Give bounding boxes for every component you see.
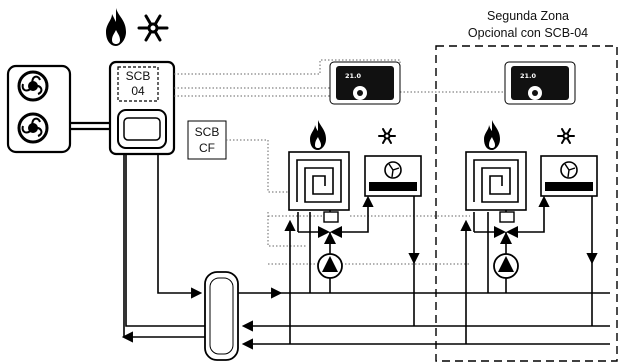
pump-icon bbox=[493, 253, 519, 279]
zone1-coil-supply bbox=[342, 195, 374, 233]
scb04-module: SCB 04 bbox=[117, 66, 159, 102]
underfloor-heating-zone2 bbox=[465, 151, 527, 211]
three-way-valve-icon bbox=[494, 211, 518, 244]
scbcf-module: SCB CF bbox=[187, 120, 227, 160]
thermostat-zone2-reading: 21.0 bbox=[520, 72, 537, 80]
snowflake-icon bbox=[557, 128, 575, 144]
thermostat-zone2: 21.0 bbox=[504, 61, 576, 105]
supply-pipe bbox=[157, 154, 203, 299]
zone2-coil-supply bbox=[518, 195, 550, 233]
flame-icon bbox=[310, 120, 326, 150]
fan-coil-zone2 bbox=[540, 155, 598, 197]
underfloor-heating-zone1 bbox=[288, 151, 350, 211]
pump-icon bbox=[317, 253, 343, 279]
snowflake-icon bbox=[378, 128, 396, 144]
fan-icon bbox=[17, 112, 49, 144]
outdoor-unit bbox=[6, 64, 72, 154]
zone2-title-line2: Opcional con SCB-04 bbox=[468, 26, 588, 40]
scb04-label-line2: 04 bbox=[131, 84, 145, 98]
scbcf-label-line1: SCB bbox=[195, 125, 220, 139]
scbcf-label-line2: CF bbox=[199, 141, 215, 155]
signal-wire bbox=[174, 82, 331, 89]
zone2-boundary bbox=[435, 45, 618, 362]
signal-wire bbox=[226, 139, 300, 193]
zone2-title-line1: Segunda Zona bbox=[487, 9, 569, 23]
three-way-valve-icon bbox=[318, 211, 342, 244]
scb04-label-line1: SCB bbox=[126, 69, 151, 83]
flame-icon bbox=[484, 120, 500, 150]
snowflake-icon bbox=[137, 14, 169, 42]
fan-coil-zone1 bbox=[364, 155, 422, 197]
return-pipe bbox=[125, 154, 205, 327]
thermostat-zone1-reading: 21.0 bbox=[345, 72, 362, 80]
signal-wire bbox=[267, 212, 306, 247]
buffer-tank bbox=[204, 271, 239, 361]
flame-icon bbox=[106, 8, 126, 46]
fan-icon bbox=[17, 70, 49, 102]
thermostat-zone1: 21.0 bbox=[329, 61, 401, 105]
